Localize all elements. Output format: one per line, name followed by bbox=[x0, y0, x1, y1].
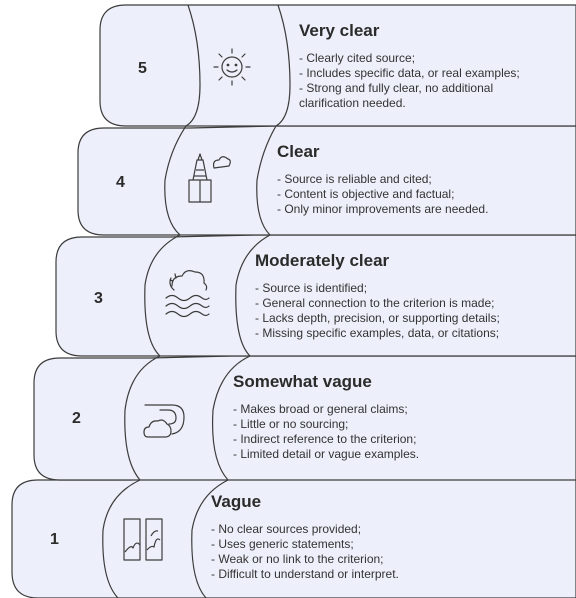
level-1-line: - No clear sources provided; bbox=[211, 522, 362, 536]
level-3-title: Moderately clear bbox=[255, 251, 390, 270]
level-3-line: - Source is identified; bbox=[255, 281, 368, 295]
level-3-number: 3 bbox=[94, 290, 103, 307]
level-2-line: - Limited detail or vague examples. bbox=[233, 447, 420, 461]
level-1-line: - Difficult to understand or interpret. bbox=[211, 567, 399, 581]
level-4-line: - Only minor improvements are needed. bbox=[277, 202, 489, 216]
level-2-number: 2 bbox=[72, 410, 81, 427]
level-4-text: Clear - Source is reliable and cited; - … bbox=[277, 142, 488, 217]
level-3-line: - Missing specific examples, data, or ci… bbox=[255, 326, 500, 340]
level-1-line: - Weak or no link to the criterion; bbox=[211, 552, 384, 566]
level-4-shape bbox=[77, 125, 576, 236]
level-3-shape bbox=[55, 234, 576, 357]
level-5-shape bbox=[99, 4, 576, 127]
level-2-line: - Makes broad or general claims; bbox=[233, 402, 408, 416]
level-4-number: 4 bbox=[116, 174, 125, 191]
level-2-line: - Indirect reference to the criterion; bbox=[233, 432, 417, 446]
level-1-text: Vague - No clear sources provided; - Use… bbox=[211, 492, 399, 582]
level-5-line: - Includes specific data, or real exampl… bbox=[299, 66, 520, 80]
level-3-line: - General connection to the criterion is… bbox=[255, 296, 495, 310]
level-5-line: - Clearly cited source; bbox=[299, 51, 416, 65]
level-1-number: 1 bbox=[50, 531, 59, 548]
level-2-shape bbox=[33, 355, 576, 481]
lighthouse-icon bbox=[188, 153, 231, 203]
sunrise-over-water-icon bbox=[165, 270, 210, 318]
level-4-title: Clear bbox=[277, 142, 320, 161]
level-1-line: - Uses generic statements; bbox=[211, 537, 354, 551]
level-4-line: - Content is objective and factual; bbox=[277, 187, 455, 201]
level-1-title: Vague bbox=[211, 492, 262, 511]
level-2-text: Somewhat vague - Makes broad or general … bbox=[233, 372, 419, 462]
level-5-title: Very clear bbox=[299, 21, 380, 40]
level-5-number: 5 bbox=[138, 60, 147, 77]
level-5-line: - Strong and fully clear, no additional bbox=[299, 81, 494, 95]
level-3-line: - Lacks depth, precision, or supporting … bbox=[255, 311, 500, 325]
level-2-line: - Little or no sourcing; bbox=[233, 417, 349, 431]
level-5-text: Very clear - Clearly cited source; - Inc… bbox=[299, 21, 520, 111]
level-5-line: clarification needed. bbox=[299, 96, 406, 110]
level-4-line: - Source is reliable and cited; bbox=[277, 172, 432, 186]
wind-cloud-icon bbox=[143, 404, 185, 438]
level-2-title: Somewhat vague bbox=[233, 372, 372, 391]
sun-face-icon bbox=[213, 48, 251, 86]
fog-panels-icon bbox=[123, 518, 163, 561]
level-3-text: Moderately clear - Source is identified;… bbox=[255, 251, 500, 341]
